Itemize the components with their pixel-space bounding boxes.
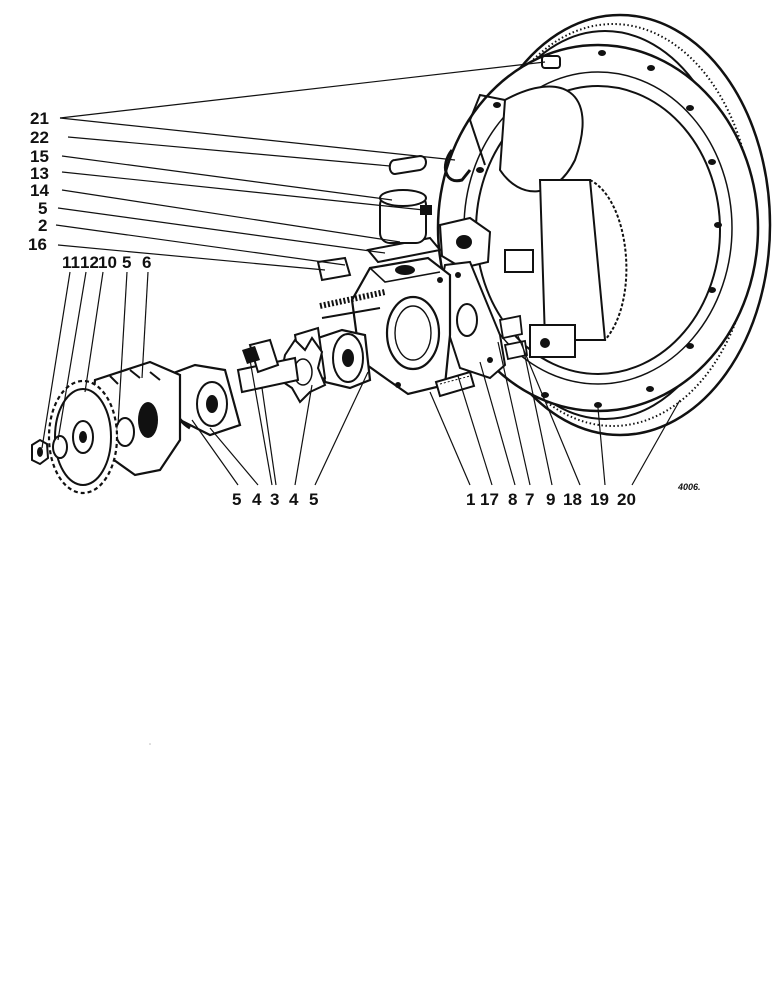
- callout-bottom-9: 9: [546, 490, 555, 509]
- callout-bottom-7: 7: [525, 490, 534, 509]
- callout-bottom-20: 20: [617, 490, 636, 509]
- callout-bottom-4a: 4: [252, 490, 262, 509]
- stud-16: [316, 256, 352, 282]
- callout-bottom-4b: 4: [289, 490, 299, 509]
- callout-5-left: 5: [122, 253, 131, 272]
- callout-15: 15: [30, 147, 49, 166]
- rotor-gear: [278, 336, 327, 404]
- callout-labels: 21 22 15 13 14 5 2 16 11 12 10 5 6 5 4 3…: [28, 109, 701, 509]
- callout-13: 13: [30, 164, 49, 183]
- callout-bottom-19: 19: [590, 490, 609, 509]
- washer-12: [52, 435, 68, 459]
- callout-bottom-3: 3: [270, 490, 279, 509]
- callout-2: 2: [38, 216, 47, 235]
- callout-bottom-5a: 5: [232, 490, 241, 509]
- leader-lines: [41, 61, 681, 486]
- callout-bottom-18: 18: [563, 490, 582, 509]
- bolt-17: [434, 370, 476, 398]
- callout-12: 12: [80, 253, 99, 272]
- drive-gear: [31, 379, 119, 495]
- callout-bottom-5b: 5: [309, 490, 318, 509]
- callout-10: 10: [98, 253, 117, 272]
- callout-bottom-1: 1: [466, 490, 475, 509]
- rotor-assembly: [90, 326, 372, 477]
- figure-reference-code: 4006.: [677, 482, 701, 492]
- callout-16: 16: [28, 235, 47, 254]
- callout-6: 6: [142, 253, 151, 272]
- callout-21: 21: [30, 109, 49, 128]
- callout-22: 22: [30, 128, 49, 147]
- callout-11: 11: [62, 253, 80, 272]
- housing-inner-web: [498, 85, 584, 193]
- callout-bottom-17: 17: [480, 490, 499, 509]
- scan-speck: [149, 743, 151, 745]
- pin-22: [388, 154, 427, 176]
- callout-14: 14: [30, 181, 49, 200]
- small-bolt: [498, 314, 523, 340]
- callout-5-top: 5: [38, 199, 47, 218]
- callout-bottom-8: 8: [508, 490, 517, 509]
